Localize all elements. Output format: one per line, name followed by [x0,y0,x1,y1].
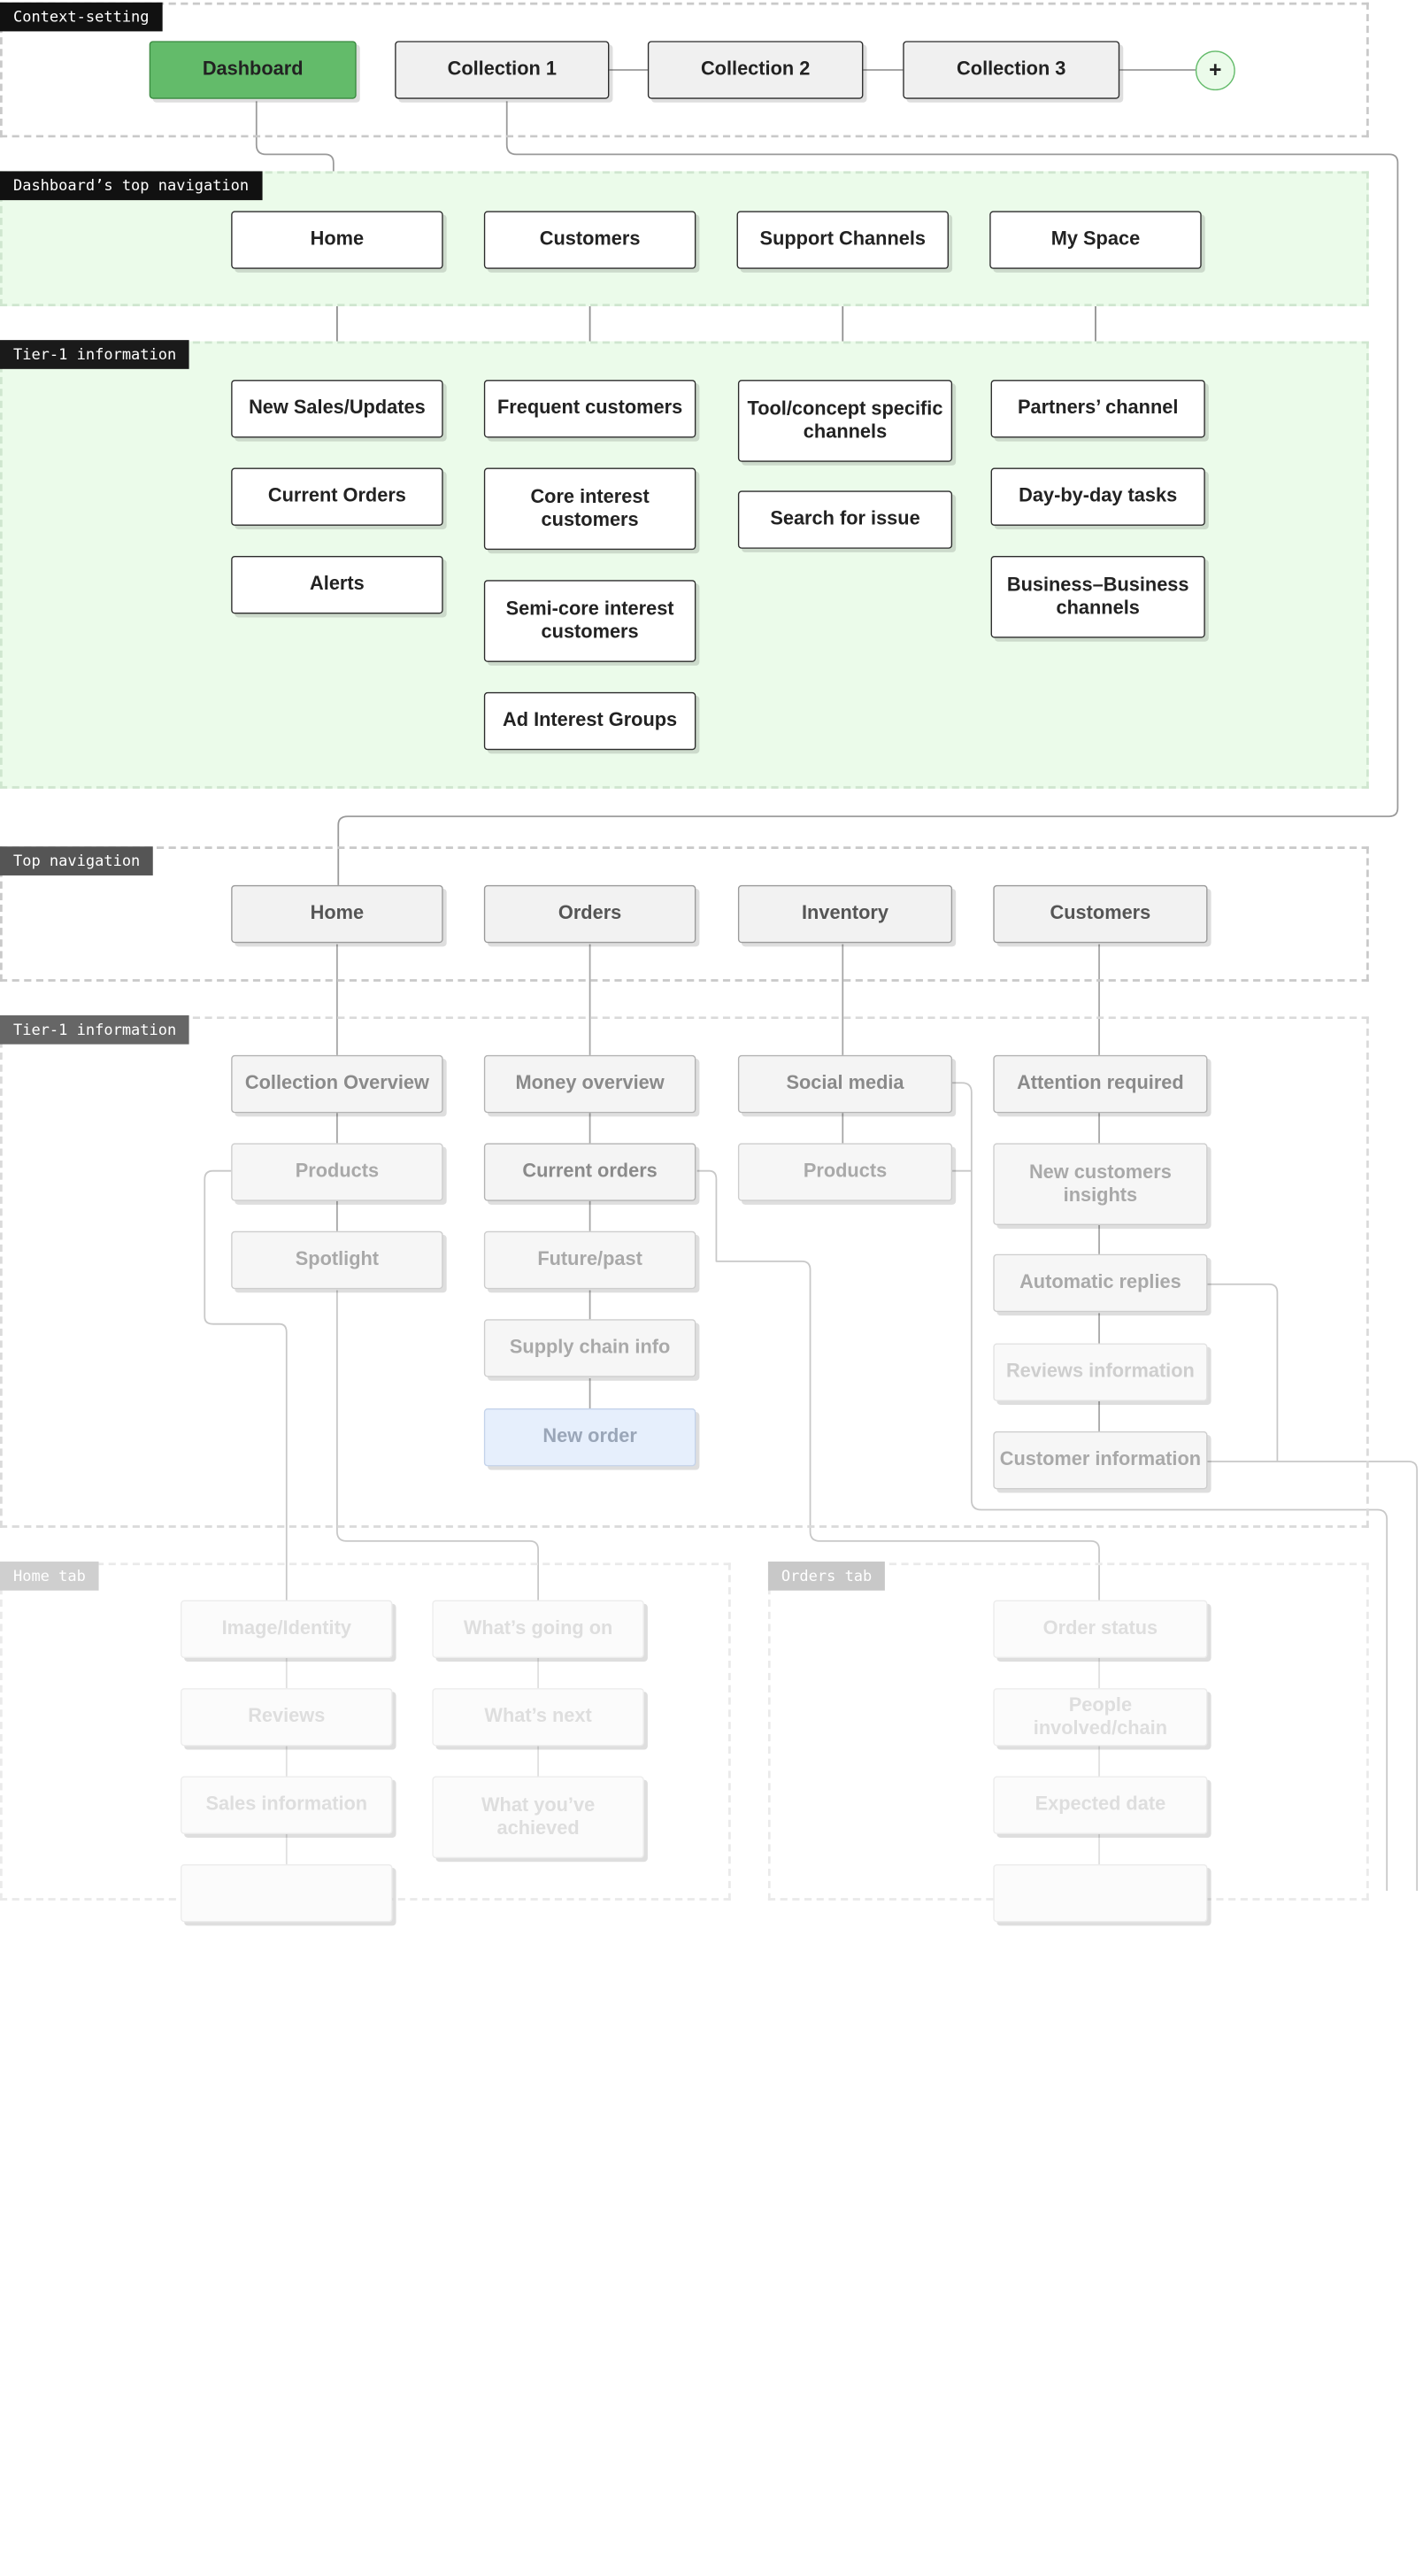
dash-home-item[interactable]: Current Orders [231,467,443,526]
dash-myspace-item[interactable]: Business–Business channels [990,555,1205,638]
dash-nav-support-channels[interactable]: Support Channels [736,211,949,269]
add-collection-button[interactable]: + [1195,50,1235,91]
col-customers-item[interactable]: Automatic replies [993,1253,1208,1313]
col-home-item[interactable]: Products [231,1143,443,1201]
collection-3-node[interactable]: Collection 3 [903,41,1120,99]
home-tab-item[interactable]: What’s next [432,1688,644,1747]
dash-customers-item[interactable]: Frequent customers [483,380,696,438]
top-nav-customers[interactable]: Customers [993,884,1208,944]
col-customers-item[interactable]: Reviews information [993,1343,1208,1401]
col-orders-item[interactable]: Current orders [483,1143,696,1201]
home-tab-item[interactable]: Sales information [181,1776,393,1834]
top-nav-tag: Top navigation [0,846,154,875]
collection-2-node[interactable]: Collection 2 [647,41,864,99]
col-orders-item[interactable]: Future/past [483,1230,696,1290]
home-tab-item[interactable]: Image/Identity [181,1600,393,1659]
dash-nav-my-space[interactable]: My Space [989,211,1202,269]
top-nav-orders[interactable]: Orders [483,884,696,944]
orders-tab-item[interactable]: People involved/chain [993,1688,1208,1747]
dash-nav-customers[interactable]: Customers [483,211,696,269]
col-customers-item[interactable]: Attention required [993,1054,1208,1114]
orders-tab-tag: Orders tab [767,1562,886,1591]
col-inventory-item[interactable]: Social media [737,1054,953,1114]
orders-tab-item-partial[interactable] [993,1863,1208,1923]
orders-tab-item[interactable]: Expected date [993,1776,1208,1834]
home-tab-item[interactable]: What’s going on [432,1600,644,1659]
col-customers-item[interactable]: Customer information [993,1431,1208,1490]
col-home-item[interactable]: Collection Overview [231,1054,443,1114]
home-tab-tag: Home tab [0,1562,99,1591]
top-nav-inventory[interactable]: Inventory [737,884,953,944]
top-nav-home[interactable]: Home [231,884,443,944]
dash-myspace-item[interactable]: Partners’ channel [990,380,1205,438]
dashboard-tier1-tag: Tier-1 information [0,340,190,369]
collection-1-node[interactable]: Collection 1 [395,41,610,99]
dashboard-node[interactable]: Dashboard [149,41,357,99]
dash-support-item[interactable]: Search for issue [737,490,953,549]
dash-support-item[interactable]: Tool/concept specific channels [737,380,953,462]
col-orders-new-order[interactable]: New order [483,1408,696,1467]
home-tab-item-partial[interactable] [181,1863,393,1923]
top-nav-region [0,846,1369,982]
col-orders-item[interactable]: Supply chain info [483,1319,696,1377]
dash-myspace-item[interactable]: Day-by-day tasks [990,467,1205,526]
col-home-item[interactable]: Spotlight [231,1230,443,1290]
col-inventory-item[interactable]: Products [737,1143,953,1201]
collection-tier1-region [0,1016,1369,1528]
context-setting-region [0,2,1369,138]
col-customers-item[interactable]: New customers insights [993,1143,1208,1225]
dash-home-item[interactable]: New Sales/Updates [231,380,443,438]
collection-tier1-tag: Tier-1 information [0,1014,190,1045]
dash-customers-item[interactable]: Semi-core interest customers [483,580,696,662]
dashboard-top-nav-tag: Dashboard’s top navigation [0,171,263,201]
home-tab-item[interactable]: Reviews [181,1688,393,1747]
dash-home-item[interactable]: Alerts [231,555,443,614]
dash-nav-home[interactable]: Home [231,211,443,269]
orders-tab-item[interactable]: Order status [993,1600,1208,1659]
dash-customers-item[interactable]: Ad Interest Groups [483,691,696,751]
col-orders-item[interactable]: Money overview [483,1054,696,1114]
dash-customers-item[interactable]: Core interest customers [483,467,696,551]
home-tab-item[interactable]: What you’ve achieved [432,1776,644,1859]
context-setting-tag: Context-setting [0,2,163,32]
